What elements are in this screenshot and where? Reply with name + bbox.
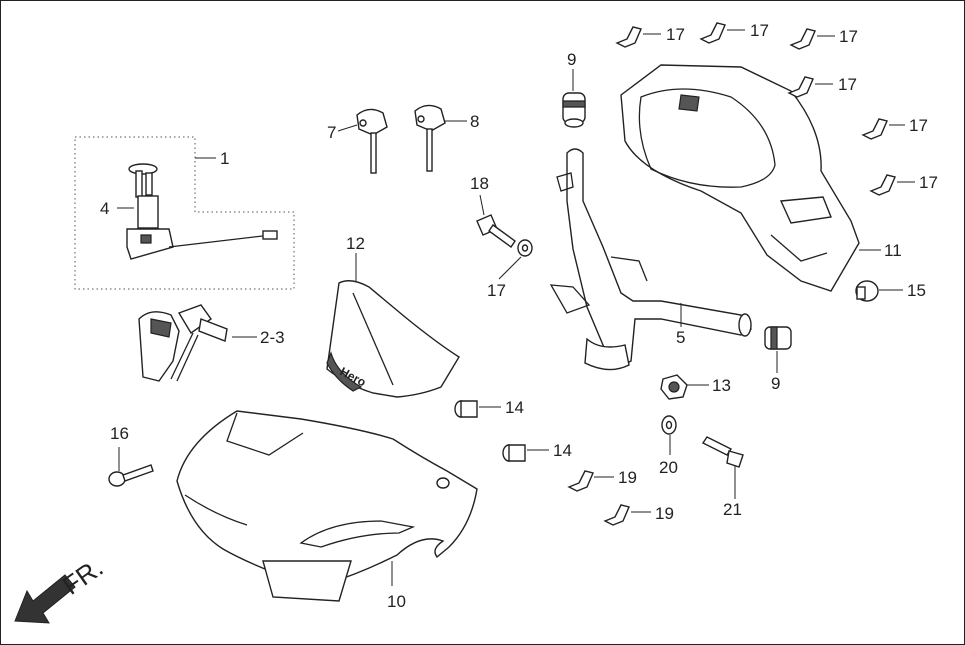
callout-11: 11 xyxy=(884,241,902,260)
callout-4: 4 xyxy=(100,199,110,218)
callout-9-bottom: 9 xyxy=(771,374,781,393)
screw-17-1-part xyxy=(615,26,642,48)
callout-15: 15 xyxy=(907,281,926,300)
front-cover-part xyxy=(176,410,478,602)
screw-17-2-part xyxy=(699,22,726,44)
callout-21: 21 xyxy=(723,500,742,519)
screw-17-3-part xyxy=(789,28,816,50)
callout-14-b: 14 xyxy=(553,441,572,460)
callout-14-a: 14 xyxy=(505,398,524,417)
callout-20: 20 xyxy=(659,458,678,477)
ignition-switch-part xyxy=(126,163,278,260)
callout-18: 18 xyxy=(470,174,489,193)
bar-end-9-top-part xyxy=(562,92,586,128)
key-8-part xyxy=(414,104,446,172)
bar-end-9-bottom-part xyxy=(764,326,792,350)
callout-16: 16 xyxy=(110,424,129,443)
callout-17-2: 17 xyxy=(750,21,769,40)
callout-17-3: 17 xyxy=(839,27,858,46)
callout-13: 13 xyxy=(712,376,731,395)
screw-17-4-part xyxy=(787,76,814,98)
callout-9-top: 9 xyxy=(567,50,577,69)
screw-19-b-part xyxy=(603,504,630,526)
callout-17-4: 17 xyxy=(838,75,857,94)
callout-8: 8 xyxy=(470,112,480,131)
grommet-14-b-part xyxy=(502,444,526,462)
screw-17-5-part xyxy=(861,118,888,140)
callout-19-b: 19 xyxy=(655,504,674,523)
callout-17-6: 17 xyxy=(919,173,938,192)
front-direction-arrow-icon xyxy=(14,574,76,624)
screw-16-part xyxy=(108,464,154,487)
key-7-part xyxy=(356,108,388,174)
callout-17-1: 17 xyxy=(666,25,685,44)
callout-5: 5 xyxy=(676,328,686,347)
washer-20-part xyxy=(661,415,677,435)
grommet-14-a-part xyxy=(454,400,478,418)
bolt-18-part xyxy=(476,214,516,248)
lock-set-part xyxy=(138,304,228,382)
bolt-21-part xyxy=(701,436,744,468)
callout-17-5: 17 xyxy=(909,116,928,135)
callout-10: 10 xyxy=(387,592,406,611)
screw-19-a-part xyxy=(567,470,594,492)
callout-17-7: 17 xyxy=(487,281,506,300)
nut-13-part xyxy=(660,374,688,400)
callout-12: 12 xyxy=(346,234,365,253)
screw-17-6-part xyxy=(869,174,896,196)
callout-19-a: 19 xyxy=(618,468,637,487)
visor-part xyxy=(326,280,460,398)
rear-cover-part xyxy=(620,64,860,292)
callout-7: 7 xyxy=(327,123,337,142)
washer-17-part xyxy=(517,239,533,257)
callout-2-3: 2-3 xyxy=(260,328,285,347)
handlebar-part xyxy=(549,148,753,371)
grommet-15-part xyxy=(855,280,879,302)
callout-1: 1 xyxy=(220,149,230,168)
kit-1-boundary xyxy=(74,136,295,290)
